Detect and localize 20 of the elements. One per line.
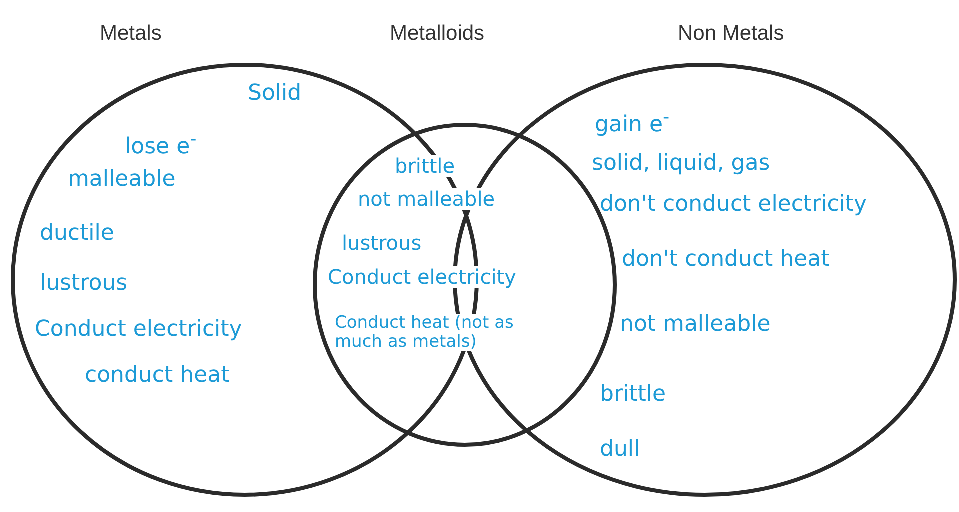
set-heading: Metalloids bbox=[390, 22, 485, 46]
property-text: not malleable bbox=[358, 188, 496, 210]
property-text: don't conduct electricity bbox=[600, 193, 868, 218]
property-text: not malleable bbox=[620, 313, 771, 338]
property-text: ductile bbox=[40, 222, 114, 246]
property-text: Conduct electricity bbox=[35, 318, 242, 342]
property-text: brittle bbox=[600, 383, 666, 408]
property-text: dull bbox=[600, 438, 640, 462]
property-text: lose e$^{-}$ bbox=[125, 130, 197, 160]
property-text: solid, liquid, gas bbox=[592, 152, 770, 176]
property-text: malleable bbox=[68, 168, 176, 192]
property-text: Solid bbox=[248, 82, 302, 106]
property-text: don't conduct heat bbox=[622, 248, 830, 272]
property-text: conduct heat bbox=[85, 364, 230, 388]
set-heading: Metals bbox=[100, 22, 162, 46]
set-heading: Non Metals bbox=[678, 22, 784, 46]
property-text: Conduct electricity bbox=[328, 266, 516, 288]
property-text: brittle bbox=[395, 155, 456, 177]
property-text: lustrous bbox=[40, 272, 128, 296]
property-text: gain e$^{-}$ bbox=[595, 108, 670, 138]
